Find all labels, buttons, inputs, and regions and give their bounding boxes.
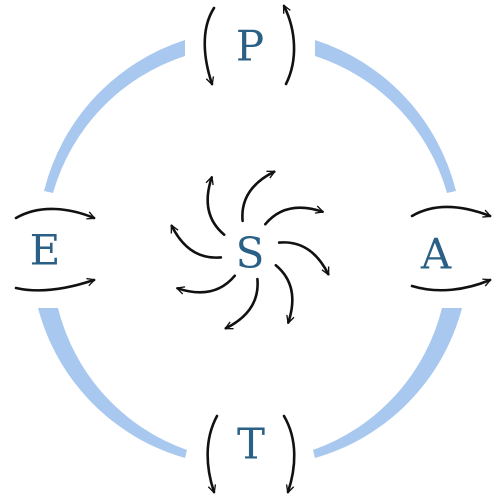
- node-letter-center: S: [236, 229, 265, 278]
- arrow-right-icon: [410, 278, 492, 292]
- node-top: P: [203, 4, 296, 86]
- node-letter-top: P: [236, 22, 264, 71]
- node-right: A: [410, 205, 492, 292]
- node-bottom: T: [206, 414, 296, 494]
- arrow-down-icon: [206, 414, 219, 494]
- swirl-arrow-icon: [264, 205, 324, 226]
- ring-segment-top-left: [44, 40, 185, 193]
- arrow-up-icon: [282, 4, 296, 86]
- arrow-down-icon: [203, 6, 216, 86]
- node-letter-right: A: [420, 230, 452, 279]
- arrow-right-icon: [410, 205, 492, 218]
- node-letter-left: E: [30, 226, 61, 275]
- node-left: E: [14, 207, 96, 292]
- ring: [38, 40, 462, 458]
- swirl-arrow-icon: [274, 264, 295, 324]
- arrow-right-icon: [14, 207, 96, 220]
- ring-segment-bottom-right: [313, 308, 462, 458]
- node-center: S: [170, 170, 330, 330]
- swirl-arrow-icon: [277, 241, 330, 276]
- swirl-arrow-icon: [176, 274, 236, 295]
- swirl-arrow-icon: [170, 224, 223, 259]
- arrow-down-icon: [282, 414, 296, 494]
- arrow-right-icon: [14, 277, 96, 292]
- ring-segment-top-right: [315, 40, 456, 193]
- swirl-arrow-icon: [224, 277, 259, 330]
- swirl-arrow-icon: [241, 170, 276, 223]
- swirl-arrow-icon: [205, 176, 226, 236]
- node-letter-bottom: T: [237, 420, 265, 469]
- ring-segment-bottom-left: [38, 308, 187, 458]
- swirl-arrows: [170, 170, 330, 330]
